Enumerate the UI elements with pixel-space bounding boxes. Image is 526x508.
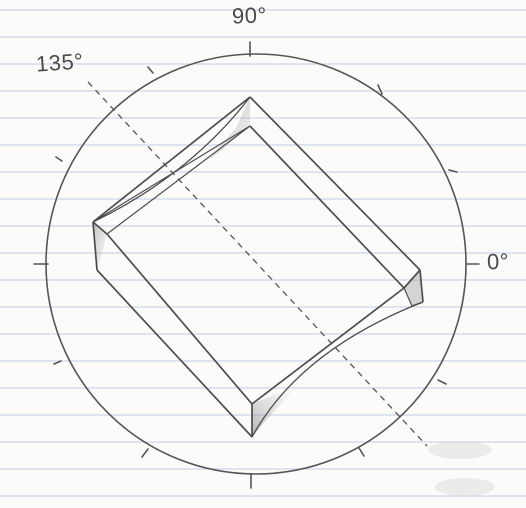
right-face-shading	[404, 270, 423, 306]
angle-label-135: 135°	[35, 48, 85, 77]
angle-label-90: 90°	[231, 2, 268, 29]
tick-marks	[33, 41, 480, 489]
smudge	[428, 441, 495, 496]
dashed-135-line	[87, 81, 428, 447]
ruled-lines	[0, 9, 526, 497]
angle-label-0: 0°	[486, 248, 510, 275]
top-face-shading	[208, 97, 250, 160]
bottom-face-shading	[252, 392, 292, 437]
tilted-plate	[92, 96, 424, 438]
